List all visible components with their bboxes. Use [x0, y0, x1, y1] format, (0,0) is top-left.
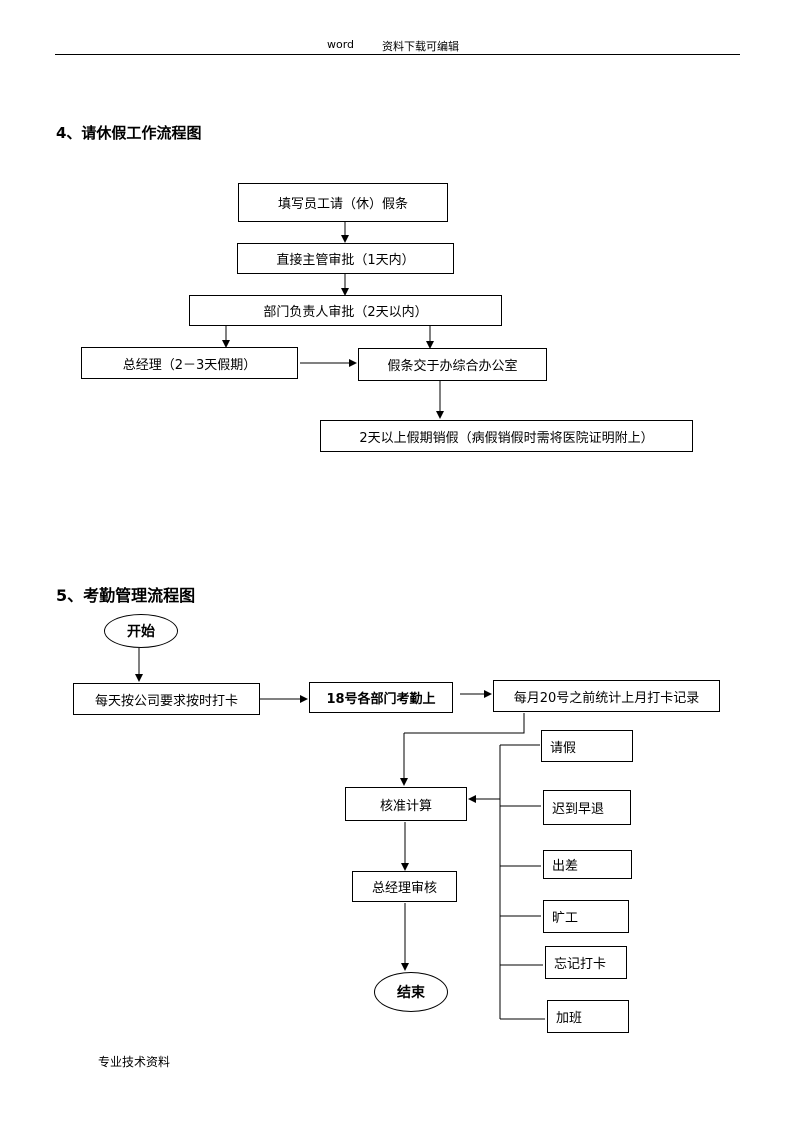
category-late-early: 迟到早退: [543, 790, 631, 825]
step-verify-calculate: 核准计算: [345, 787, 467, 821]
header-right: 资料下载可编辑: [382, 40, 459, 53]
footer-text: 专业技术资料: [98, 1055, 171, 1069]
leave-flow-title: 4、请休假工作流程图: [56, 124, 202, 142]
line-stats-to-verify: [404, 713, 525, 734]
step-dept-head-approval: 部门负责人审批（2天以内）: [189, 295, 502, 326]
step-monthly-statistics: 每月20号之前统计上月打卡记录: [493, 680, 720, 712]
step-cancel-leave: 2天以上假期销假（病假销假时需将医院证明附上）: [320, 420, 693, 452]
step-general-manager: 总经理（2－3天假期）: [81, 347, 298, 379]
header-left: word: [327, 38, 355, 51]
step-submit-office: 假条交于办综合办公室: [358, 348, 547, 381]
category-business-trip: 出差: [543, 850, 632, 879]
step-supervisor-approval: 直接主管审批（1天内）: [237, 243, 454, 274]
step-daily-clock-in: 每天按公司要求按时打卡: [73, 683, 260, 715]
category-overtime: 加班: [547, 1000, 629, 1033]
attendance-flow-title: 5、考勤管理流程图: [56, 586, 196, 605]
start-node: 开始: [104, 614, 178, 648]
category-leave: 请假: [541, 730, 633, 762]
end-node: 结束: [374, 972, 448, 1012]
category-absence: 旷工: [543, 900, 629, 933]
step-gm-review: 总经理审核: [352, 871, 457, 902]
header-divider: [55, 54, 740, 55]
step-fill-leave-form: 填写员工请（休）假条: [238, 183, 448, 222]
category-missed-clock: 忘记打卡: [545, 946, 627, 979]
step-dept-attendance-report: 18号各部门考勤上: [309, 682, 453, 713]
